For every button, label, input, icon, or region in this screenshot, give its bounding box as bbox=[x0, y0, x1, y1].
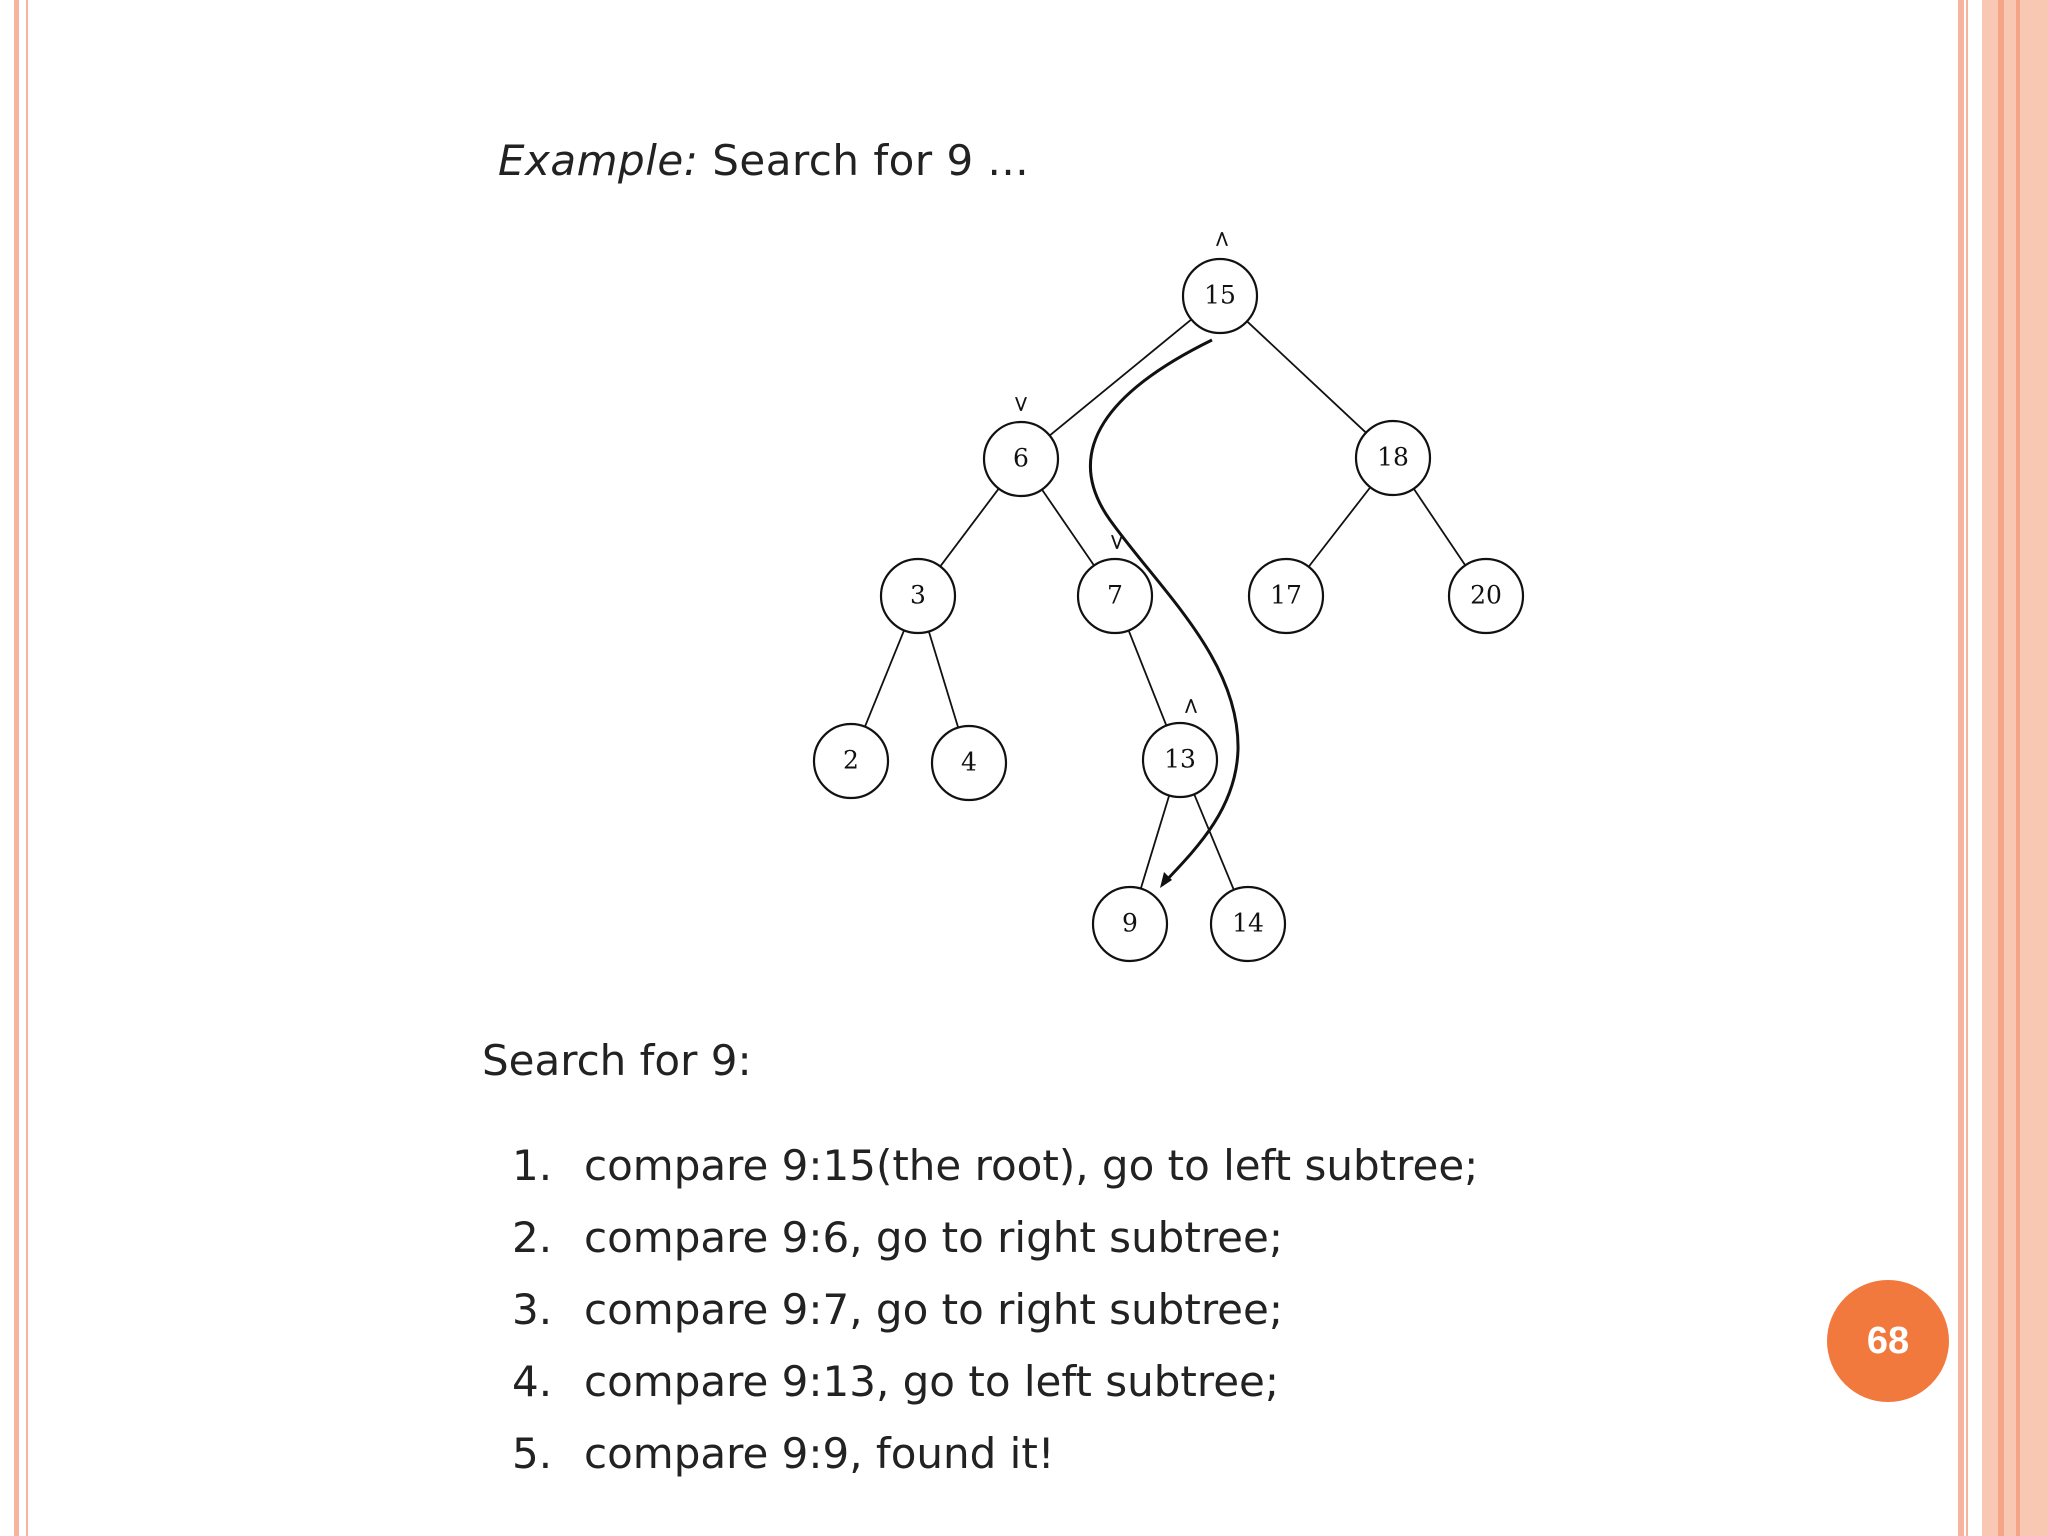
bst-diagram: 15 6 18 3 7 17 20 2 4 13 9 14 < > > < bbox=[812, 230, 1525, 963]
step-number: 2. bbox=[512, 1213, 553, 1262]
step-number: 1. bbox=[512, 1141, 553, 1190]
tree-node: 2 bbox=[812, 722, 890, 800]
tree-nodes: 15 6 18 3 7 17 20 2 4 13 9 14 bbox=[812, 257, 1525, 963]
tree-edge bbox=[927, 631, 960, 728]
tree-node-circle bbox=[879, 557, 957, 635]
tree-node: 14 bbox=[1209, 885, 1287, 963]
search-path-arrow bbox=[1089, 338, 1240, 887]
tree-node: 9 bbox=[1091, 885, 1169, 963]
tree-node-circle bbox=[1091, 885, 1169, 963]
search-step: 4. compare 9:13, go to left subtree; bbox=[512, 1354, 1478, 1426]
tree-node-label: 13 bbox=[1164, 745, 1196, 774]
tree-node: 17 bbox=[1247, 557, 1325, 635]
tree-edge bbox=[1246, 320, 1367, 434]
step-number: 3. bbox=[512, 1285, 553, 1334]
search-step: 1. compare 9:15(the root), go to left sub… bbox=[512, 1138, 1478, 1210]
step-text: compare 9:9, found it! bbox=[584, 1429, 1055, 1478]
step-number: 5. bbox=[512, 1429, 553, 1478]
tree-node-circle bbox=[1141, 721, 1219, 799]
tree-node-label: 18 bbox=[1377, 443, 1409, 472]
step-text: compare 9:13, go to left subtree; bbox=[584, 1357, 1280, 1406]
tree-node-label: 3 bbox=[910, 581, 926, 610]
slide-title-emphasis: Example: bbox=[498, 136, 699, 185]
search-path-arrowhead bbox=[1160, 872, 1172, 888]
border-left-inner bbox=[26, 0, 28, 1536]
tree-edge bbox=[1049, 318, 1192, 437]
tree-node: 13 bbox=[1141, 721, 1219, 799]
tree-node-circle bbox=[930, 724, 1008, 802]
step-number: 4. bbox=[512, 1357, 553, 1406]
tree-node-label: 2 bbox=[843, 746, 859, 775]
tree-edge bbox=[1041, 488, 1095, 567]
tree-edges bbox=[864, 318, 1467, 891]
tree-node-label: 17 bbox=[1270, 581, 1302, 610]
border-right-line-2 bbox=[1966, 0, 1968, 1536]
search-heading: Search for 9: bbox=[482, 1036, 752, 1085]
border-right-band bbox=[1982, 0, 2048, 1536]
step-text: compare 9:6, go to right subtree; bbox=[584, 1213, 1283, 1262]
comparison-mark: > bbox=[1104, 533, 1129, 551]
tree-edge bbox=[1127, 630, 1168, 726]
tree-node-circle bbox=[812, 722, 890, 800]
border-right-stripe-2 bbox=[2016, 0, 2020, 1536]
tree-node-circle bbox=[1076, 557, 1154, 635]
comparison-mark: < bbox=[1209, 230, 1234, 248]
tree-node: 4 bbox=[930, 724, 1008, 802]
step-text: compare 9:15(the root), go to left subtr… bbox=[584, 1141, 1479, 1190]
border-left-outer bbox=[14, 0, 19, 1536]
tree-edge bbox=[1412, 488, 1467, 566]
tree-node: 18 bbox=[1354, 419, 1432, 497]
search-step: 3. compare 9:7, go to right subtree; bbox=[512, 1282, 1478, 1354]
tree-edge bbox=[1193, 793, 1235, 891]
slide-title: Example: Search for 9 ... bbox=[498, 136, 1029, 185]
tree-node-label: 15 bbox=[1204, 281, 1236, 310]
tree-edge bbox=[1307, 486, 1372, 568]
tree-node-label: 4 bbox=[961, 748, 977, 777]
tree-edge bbox=[939, 488, 1000, 567]
page-number-badge: 68 bbox=[1827, 1280, 1949, 1402]
tree-node-circle bbox=[1209, 885, 1287, 963]
tree-node: 3 bbox=[879, 557, 957, 635]
tree-node-label: 7 bbox=[1107, 581, 1123, 610]
search-step: 5. compare 9:9, found it! bbox=[512, 1426, 1478, 1498]
search-step: 2. compare 9:6, go to right subtree; bbox=[512, 1210, 1478, 1282]
tree-node-label: 9 bbox=[1122, 909, 1138, 938]
tree-node: 20 bbox=[1447, 557, 1525, 635]
tree-node-circle bbox=[1447, 557, 1525, 635]
search-steps-list: 1. compare 9:15(the root), go to left sub… bbox=[512, 1138, 1478, 1498]
tree-node-label: 14 bbox=[1232, 909, 1264, 938]
tree-node-circle bbox=[1247, 557, 1325, 635]
border-right-stripe-1 bbox=[1998, 0, 2004, 1536]
tree-node-label: 6 bbox=[1013, 444, 1029, 473]
tree-node: 15 bbox=[1181, 257, 1259, 335]
step-text: compare 9:7, go to right subtree; bbox=[584, 1285, 1283, 1334]
tree-node-circle bbox=[1181, 257, 1259, 335]
comparison-mark: < bbox=[1178, 697, 1203, 715]
comparison-marks: < > > < bbox=[1008, 230, 1234, 715]
tree-edge bbox=[864, 629, 905, 728]
tree-node: 6 bbox=[982, 420, 1060, 498]
comparison-mark: > bbox=[1008, 395, 1033, 413]
tree-node: 7 bbox=[1076, 557, 1154, 635]
tree-node-circle bbox=[1354, 419, 1432, 497]
slide-title-rest: Search for 9 ... bbox=[698, 136, 1030, 185]
tree-edge bbox=[1139, 795, 1171, 889]
tree-node-label: 20 bbox=[1470, 581, 1502, 610]
tree-node-circle bbox=[982, 420, 1060, 498]
border-right-line-1 bbox=[1958, 0, 1964, 1536]
